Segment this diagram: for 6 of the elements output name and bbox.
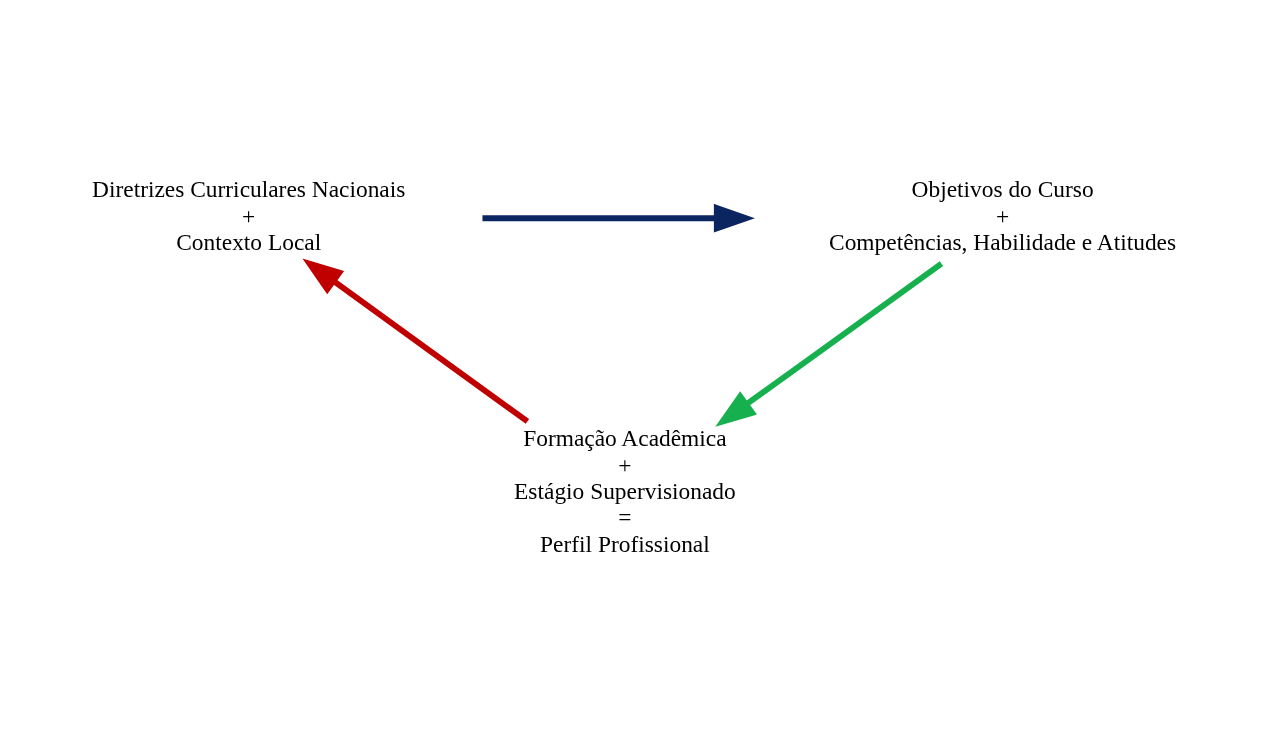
- node-text: Diretrizes Curriculares Nacionais + Contexto Local: [92, 176, 406, 256]
- node-text: Objetivos do Curso + Competências, Habilidade e Atitudes: [829, 176, 1177, 256]
- arrow: [302, 258, 530, 424]
- arrow: [482, 203, 755, 233]
- node-text: Formação Acadêmica + Estágio Supervisionado = Perfil Profissional: [514, 425, 736, 557]
- arrow: [715, 261, 944, 427]
